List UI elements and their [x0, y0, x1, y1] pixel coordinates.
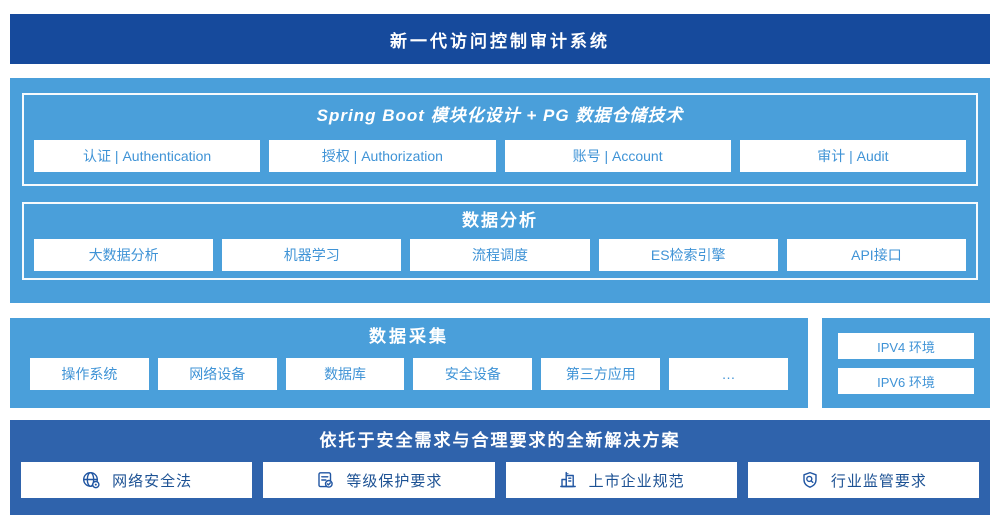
- module-bigdata-analysis: 大数据分析: [34, 239, 214, 271]
- page-title: 新一代访问控制审计系统: [390, 31, 610, 51]
- data-collection-title: 数据采集: [369, 327, 449, 346]
- data-analysis-layer-title: 数据分析: [462, 211, 538, 230]
- solution-listed-company-standard: 上市企业规范: [505, 462, 737, 498]
- source-third-party-app: 第三方应用: [541, 358, 661, 390]
- module-workflow-scheduling: 流程调度: [410, 239, 590, 271]
- solution-row: 网络安全法 等级保护要求: [21, 462, 979, 498]
- solution-classified-protection: 等级保护要求: [263, 462, 495, 498]
- source-operating-system: 操作系统: [30, 358, 149, 390]
- collection-module-row: 操作系统 网络设备 数据库 安全设备 第三方应用 …: [30, 358, 788, 390]
- source-database: 数据库: [285, 358, 405, 390]
- module-account: 账号 | Account: [504, 140, 731, 172]
- source-network-device: 网络设备: [157, 358, 277, 390]
- module-authorization: 授权 | Authorization: [269, 140, 496, 172]
- solution-label: 上市企业规范: [588, 472, 685, 490]
- spring-boot-layer: Spring Boot 模块化设计 + PG 数据仓储技术 认证 | Authe…: [22, 93, 978, 186]
- module-machine-learning: 机器学习: [222, 239, 402, 271]
- spring-boot-layer-title: Spring Boot 模块化设计 + PG 数据仓储技术: [316, 106, 684, 125]
- source-security-device: 安全设备: [413, 358, 533, 390]
- analysis-module-row: 大数据分析 机器学习 流程调度 ES检索引擎 API接口: [24, 239, 976, 271]
- solution-section: 依托于安全需求与合理要求的全新解决方案 网络安全法: [10, 420, 990, 515]
- network-environment-panel: IPV4 环境 IPV6 环境: [822, 318, 990, 408]
- module-audit: 审计 | Audit: [739, 140, 966, 172]
- solution-industry-regulation: 行业监管要求: [747, 462, 979, 498]
- module-api-interface: API接口: [786, 239, 967, 271]
- solution-title: 依托于安全需求与合理要求的全新解决方案: [319, 431, 681, 450]
- data-collection-section: 数据采集 操作系统 网络设备 数据库 安全设备 第三方应用 …: [10, 318, 808, 408]
- solution-label: 网络安全法: [112, 472, 193, 490]
- solution-label: 等级保护要求: [346, 472, 443, 490]
- spring-module-row: 认证 | Authentication 授权 | Authorization 账…: [24, 140, 976, 172]
- source-more-ellipsis: …: [669, 358, 788, 390]
- building-icon: [559, 471, 576, 488]
- platform-section: Spring Boot 模块化设计 + PG 数据仓储技术 认证 | Authe…: [10, 78, 990, 303]
- checklist-check-icon: [318, 472, 334, 488]
- module-es-search-engine: ES检索引擎: [598, 239, 778, 271]
- shield-search-icon: [803, 471, 817, 488]
- system-title-banner: 新一代访问控制审计系统: [10, 14, 990, 64]
- ipv6-environment: IPV6 环境: [838, 368, 974, 394]
- globe-location-icon: [83, 471, 100, 489]
- ipv4-environment: IPV4 环境: [838, 333, 974, 359]
- data-analysis-layer: 数据分析 大数据分析 机器学习 流程调度 ES检索引擎 API接口: [22, 202, 978, 280]
- solution-cyber-security-law: 网络安全法: [21, 462, 253, 498]
- solution-label: 行业监管要求: [830, 472, 927, 490]
- module-authentication: 认证 | Authentication: [34, 140, 261, 172]
